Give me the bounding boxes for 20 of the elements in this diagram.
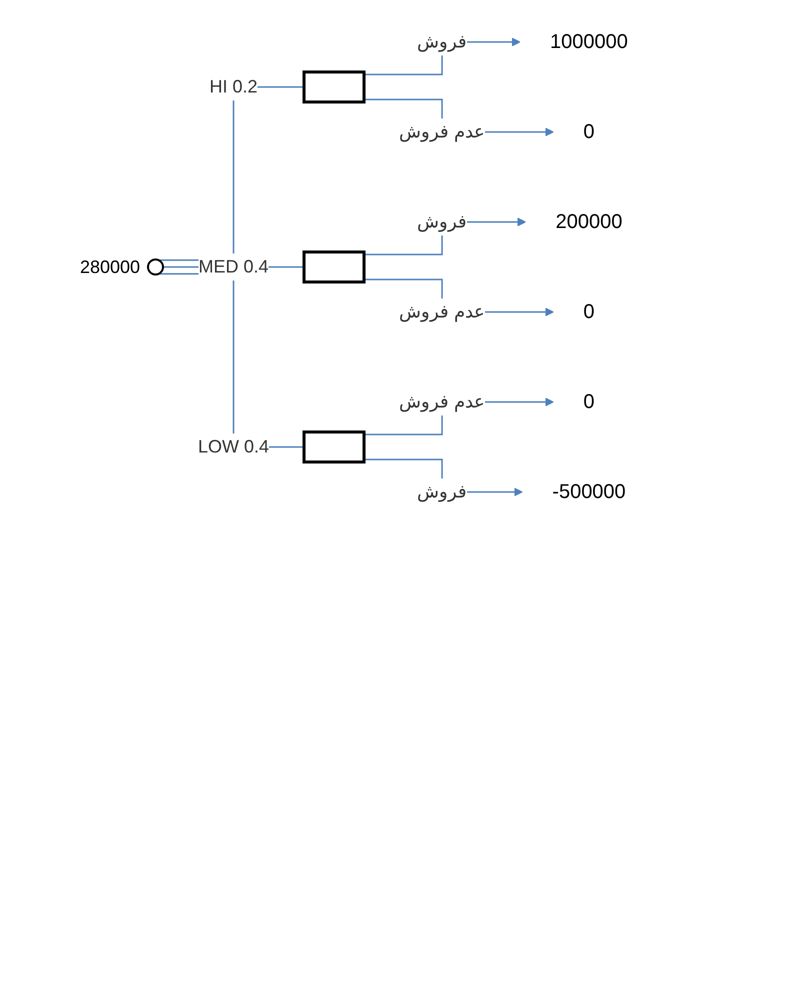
- edge-label: عدم فروش: [399, 302, 486, 322]
- edge-label: عدم فروش: [399, 392, 486, 412]
- node-text: 200000: [556, 211, 622, 233]
- node-box: [302, 250, 366, 284]
- edge-label: LOW 0.4: [198, 436, 270, 456]
- edge-label: فروش: [417, 32, 468, 52]
- node-value: 280000: [80, 256, 140, 278]
- node-text: -500000: [552, 481, 626, 503]
- edge-label: HI 0.2: [210, 76, 258, 96]
- node-text: 0: [583, 121, 595, 143]
- node-circle: [147, 258, 164, 276]
- node-text: 0: [583, 301, 595, 323]
- node-text: 0: [583, 391, 595, 413]
- node-box: [302, 430, 366, 464]
- node-box: [302, 70, 366, 104]
- edge-label: فروش: [417, 482, 468, 502]
- edge-label: عدم فروش: [399, 122, 486, 142]
- node-text: 1000000: [550, 31, 628, 53]
- edge-label: MED 0.4: [198, 256, 269, 276]
- edge-label: فروش: [417, 212, 468, 232]
